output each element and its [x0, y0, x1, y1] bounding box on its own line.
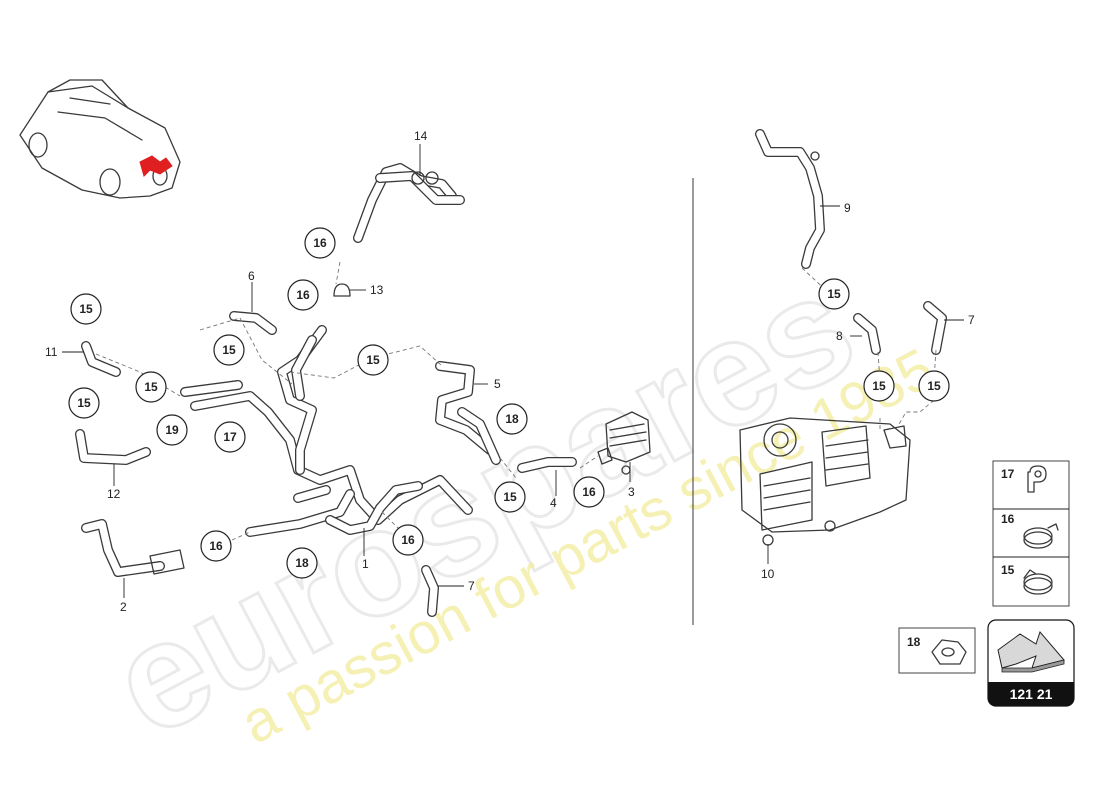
label-part-7-right: 7: [968, 313, 975, 327]
svg-text:15: 15: [827, 287, 841, 301]
callout-15-h[interactable]: 15: [863, 370, 895, 402]
hose-clamp-15-icon: [1023, 569, 1053, 595]
callout-16-a[interactable]: 16: [304, 227, 336, 259]
watermark-brand: eurospares: [86, 240, 879, 768]
svg-text:15: 15: [79, 302, 93, 316]
svg-text:16: 16: [296, 288, 310, 302]
svg-text:19: 19: [165, 423, 179, 437]
part-14-pipe: [353, 163, 465, 243]
part-2-hose: [81, 519, 185, 577]
svg-text:16: 16: [209, 539, 223, 553]
label-part-12: 12: [107, 487, 121, 501]
label-part-6: 6: [248, 269, 255, 283]
part-8-hose: [853, 313, 881, 355]
label-part-13: 13: [370, 283, 384, 297]
label-part-3: 3: [628, 485, 635, 499]
legend-item-18-nut[interactable]: 18: [898, 627, 976, 674]
label-part-10: 10: [761, 567, 775, 581]
svg-text:16: 16: [582, 485, 596, 499]
legend-item-17[interactable]: 17: [1001, 465, 1047, 493]
clamp-17-icon: [1027, 465, 1047, 493]
label-part-1: 1: [362, 557, 369, 571]
label-part-14: 14: [414, 129, 428, 143]
svg-text:18: 18: [907, 635, 921, 649]
svg-text:15: 15: [222, 343, 236, 357]
legend-item-16[interactable]: 16: [1001, 512, 1059, 549]
svg-text:15: 15: [144, 380, 158, 394]
label-part-11: 11: [45, 345, 58, 359]
svg-text:15: 15: [1001, 563, 1015, 577]
label-part-8: 8: [836, 329, 843, 343]
svg-text:17: 17: [1001, 467, 1015, 481]
part-12-hose: [75, 429, 151, 465]
svg-text:16: 16: [313, 236, 327, 250]
callout-17[interactable]: 17: [214, 421, 246, 453]
label-part-5: 5: [494, 377, 501, 391]
hose-clamp-16-icon: [1023, 523, 1059, 549]
part-13-clamp: [333, 283, 351, 297]
part-1-pipe-assembly: [180, 325, 473, 537]
callout-15-b[interactable]: 15: [213, 334, 245, 366]
part-11-hose: [81, 341, 121, 377]
label-part-2: 2: [120, 600, 127, 614]
reference-badge[interactable]: 121 21: [987, 619, 1075, 707]
flange-nut-icon: [931, 639, 967, 665]
callout-16-d[interactable]: 16: [200, 530, 232, 562]
svg-text:18: 18: [505, 412, 519, 426]
callout-15-e[interactable]: 15: [68, 387, 100, 419]
legend-panel: 17 16 15 18: [898, 460, 1070, 674]
callout-15-d[interactable]: 15: [135, 371, 167, 403]
svg-text:15: 15: [872, 379, 886, 393]
part-7-hose-right: [923, 301, 947, 355]
callout-15-g[interactable]: 15: [818, 278, 850, 310]
label-part-4: 4: [550, 496, 557, 510]
highlighted-area: [139, 155, 173, 177]
leader-lines: [62, 144, 964, 598]
callout-19[interactable]: 19: [156, 414, 188, 446]
part-4-hose: [517, 457, 577, 473]
svg-text:18: 18: [295, 556, 309, 570]
svg-text:15: 15: [503, 490, 517, 504]
svg-text:16: 16: [1001, 512, 1015, 526]
part-10-cooler-unit: [739, 417, 911, 546]
vehicle-thumbnail: [19, 79, 181, 199]
svg-text:15: 15: [366, 353, 380, 367]
callout-16-c[interactable]: 16: [573, 476, 605, 508]
callout-15-f[interactable]: 15: [494, 481, 526, 513]
part-6-hose: [229, 311, 277, 335]
svg-text:15: 15: [77, 396, 91, 410]
callout-18-b[interactable]: 18: [286, 547, 318, 579]
part-5-pipe: [435, 361, 501, 465]
callout-15-c[interactable]: 15: [357, 344, 389, 376]
reference-code: 121 21: [1010, 686, 1053, 702]
label-part-9: 9: [844, 201, 851, 215]
svg-text:16: 16: [401, 533, 415, 547]
callout-15-a[interactable]: 15: [70, 293, 102, 325]
part-9-pipe: [755, 129, 825, 269]
callout-18-a[interactable]: 18: [496, 403, 528, 435]
direction-arrow-icon: [997, 631, 1065, 673]
svg-text:15: 15: [927, 379, 941, 393]
callout-16-b[interactable]: 16: [287, 279, 319, 311]
legend-item-15[interactable]: 15: [1001, 563, 1053, 595]
part-7-hose-left: [421, 565, 439, 617]
label-part-7-left: 7: [468, 579, 475, 593]
callout-16-e[interactable]: 16: [392, 524, 424, 556]
callout-15-i[interactable]: 15: [918, 370, 950, 402]
svg-text:17: 17: [223, 430, 237, 444]
